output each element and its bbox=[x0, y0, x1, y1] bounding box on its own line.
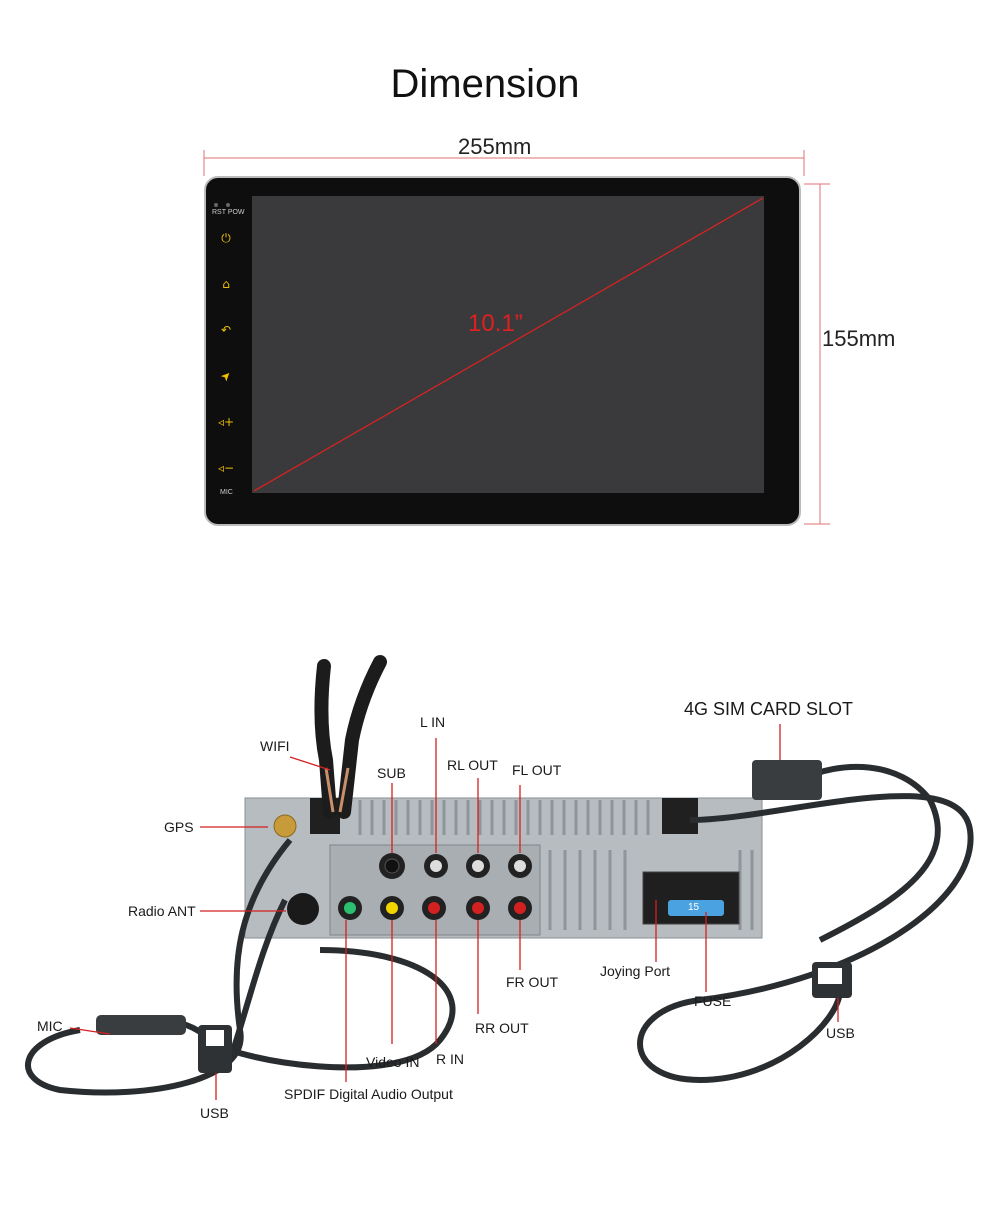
usb-left-label: USB bbox=[200, 1105, 229, 1121]
rst-hole bbox=[214, 203, 218, 207]
fr-out-label: FR OUT bbox=[506, 974, 559, 990]
radio-ant-label: Radio ANT bbox=[128, 903, 196, 919]
video-in-label: Video IN bbox=[366, 1054, 420, 1070]
home-icon[interactable]: ⌂ bbox=[222, 277, 230, 291]
page-title: Dimension bbox=[390, 62, 580, 106]
mic-hole-label: MIC bbox=[220, 489, 233, 496]
sub-label: SUB bbox=[377, 765, 406, 781]
mic-label: MIC bbox=[37, 1018, 63, 1034]
volume-up-icon[interactable]: ◃+ bbox=[217, 415, 235, 429]
rr-out-label: RR OUT bbox=[475, 1020, 529, 1036]
spdif-label: SPDIF Digital Audio Output bbox=[284, 1086, 453, 1102]
sim-slot-label: 4G SIM CARD SLOT bbox=[684, 699, 854, 719]
volume-down-icon[interactable]: ◃− bbox=[217, 461, 235, 475]
usb-right-label: USB bbox=[826, 1025, 855, 1041]
l-in-label: L IN bbox=[420, 714, 446, 730]
rst-pow-label: RST POW bbox=[212, 209, 245, 216]
fuse-value: 15 bbox=[688, 902, 700, 913]
joying-port-label: Joying Port bbox=[600, 963, 671, 979]
fl-out-label: FL OUT bbox=[512, 762, 562, 778]
gps-label: GPS bbox=[164, 819, 194, 835]
screen-diagonal bbox=[253, 197, 764, 492]
power-icon[interactable]: ⏻ bbox=[221, 231, 231, 245]
rl-out-label: RL OUT bbox=[447, 757, 498, 773]
pow-hole bbox=[226, 203, 230, 207]
width-dimension: 255mm bbox=[458, 134, 532, 159]
dimension-lines bbox=[203, 150, 830, 525]
r-in-label: R IN bbox=[436, 1051, 464, 1067]
height-dimension: 155mm bbox=[822, 326, 896, 351]
wifi-label: WIFI bbox=[260, 738, 290, 754]
fuse-label: FUSE bbox=[694, 993, 732, 1009]
back-icon[interactable]: ↶ bbox=[220, 323, 232, 337]
screen-size-label: 10.1” bbox=[468, 310, 523, 337]
